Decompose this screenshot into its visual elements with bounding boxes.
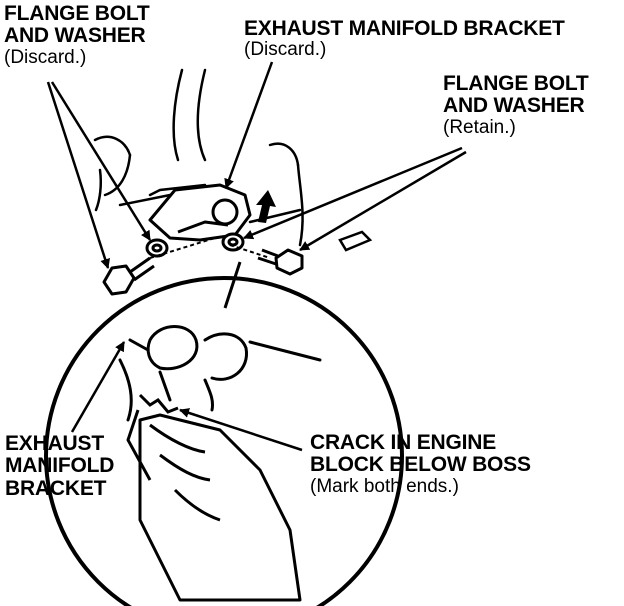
- detail-magnifier-circle: [44, 276, 404, 606]
- flange-bolt-retain-line1: FLANGE BOLT: [443, 72, 589, 95]
- hand-with-marker: [126, 409, 302, 602]
- exhaust-bracket-top-note: (Discard.): [244, 39, 327, 61]
- leader-flange-retain-1: [243, 146, 463, 240]
- flange-bolt-retain: [257, 248, 304, 276]
- removal-direction-arrow: [256, 190, 276, 223]
- leader-bracket-top: [224, 61, 274, 189]
- detail-engine-block: [118, 325, 322, 422]
- exhaust-bracket-detail-line1: EXHAUST: [5, 432, 104, 455]
- flange-bolt-discard-line2: AND WASHER: [4, 24, 146, 48]
- exhaust-manifold-bracket: [148, 183, 252, 242]
- leader-flange-retain-2: [299, 150, 467, 252]
- flange-bolt-discard: [102, 256, 155, 296]
- flange-bolt-retain-line2: AND WASHER: [443, 94, 585, 118]
- label-exhaust-bracket-detail: EXHAUST MANIFOLD BRACKET: [5, 432, 115, 500]
- crack-detail-note: (Mark both ends.): [310, 475, 459, 497]
- assembly-axis-lines: [149, 237, 271, 259]
- flange-bolt-discard-note: (Discard.): [4, 46, 87, 68]
- leader-bracket-detail: [70, 341, 126, 433]
- callout-leader-arrows: [46, 61, 467, 452]
- label-flange-bolt-retain: FLANGE BOLT AND WASHER (Retain.): [443, 72, 589, 138]
- leader-flange-discard-1: [46, 81, 110, 269]
- crack-detail-line2: BLOCK BELOW BOSS: [310, 453, 531, 477]
- engine-block-outline: [93, 68, 373, 252]
- flange-bolt-retain-note: (Retain.): [443, 116, 516, 138]
- exhaust-bracket-detail-line2: MANIFOLD: [5, 454, 115, 478]
- label-crack-detail: CRACK IN ENGINE BLOCK BELOW BOSS (Mark b…: [310, 431, 531, 497]
- label-exhaust-bracket-top: EXHAUST MANIFOLD BRACKET (Discard.): [244, 17, 565, 61]
- detail-leader-line: [223, 261, 242, 309]
- engine-block-crack: [138, 393, 179, 414]
- leader-crack: [179, 408, 303, 452]
- label-flange-bolt-discard: FLANGE BOLT AND WASHER (Discard.): [4, 2, 150, 68]
- crack-detail-line1: CRACK IN ENGINE: [310, 431, 497, 454]
- flange-bolt-discard-line1: FLANGE BOLT: [4, 2, 150, 25]
- leader-flange-discard-2: [50, 81, 152, 241]
- exhaust-bracket-top-line1: EXHAUST MANIFOLD BRACKET: [244, 17, 565, 40]
- exhaust-bracket-detail-line3: BRACKET: [5, 476, 107, 500]
